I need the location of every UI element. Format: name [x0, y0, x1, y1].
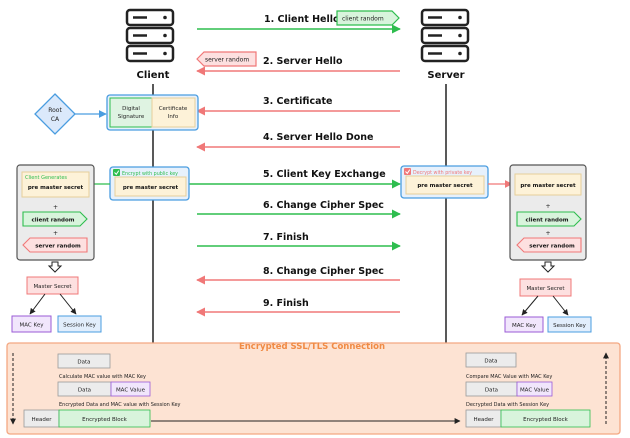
root-ca: Root CA [34, 93, 76, 135]
client-mac-key: MAC Key [20, 323, 45, 329]
client-session-key: Session Key [63, 323, 96, 329]
server-mac-key: MAC Key [512, 323, 537, 329]
right-block: Encrypted Block [523, 417, 568, 423]
cert-info-line1: Certificate [159, 106, 188, 112]
client-label: Client [137, 70, 170, 81]
down-arrow-icon [540, 261, 556, 273]
step2-label: 2. Server Hello [263, 56, 343, 67]
step4-label: 4. Server Hello Done [263, 132, 373, 143]
encrypt-box: Encrypt with public key pre master secre… [109, 166, 190, 201]
cert-info-line2: Info [168, 114, 179, 120]
right-data: Data [484, 359, 497, 365]
check-icon [113, 169, 120, 176]
left-mac: MAC Value [116, 388, 146, 394]
left-calc: Calculate MAC value with MAC Key [59, 374, 146, 380]
step8-label: 8. Change Cipher Spec [263, 266, 384, 277]
svg-text:+: + [53, 230, 58, 237]
right-mac: MAC Value [520, 388, 550, 394]
connection-title: Encrypted SSL/TLS Connection [239, 342, 385, 352]
server-icon [420, 8, 470, 63]
svg-text:server random: server random [205, 57, 249, 64]
left-data: Data [77, 360, 90, 366]
svg-text:+: + [545, 203, 550, 210]
decrypt-box: Decrypt with private key pre master secr… [400, 165, 489, 199]
client-server-icon [125, 8, 175, 63]
left-enc: Encrypted Data and MAC value with Sessio… [59, 402, 181, 408]
server-panel: pre master secret + client random + serv… [509, 164, 587, 261]
client-keys: Master Secret MAC Key Session Key [11, 276, 102, 333]
right-compare: Compare MAC Value with MAC Key [466, 374, 552, 380]
svg-text:pre master secret: pre master secret [123, 185, 179, 191]
right-data2: Data [485, 388, 498, 394]
server-keys: Master Secret MAC Key Session Key [504, 278, 592, 333]
server-master-secret: Master Secret [526, 286, 565, 292]
cert-sig-line1: Digital [122, 106, 140, 112]
server-label: Server [427, 70, 464, 81]
client-random-tag: client random [336, 10, 400, 26]
encrypted-connection: Encrypted SSL/TLS Connection Data Calcul… [6, 342, 621, 435]
step6-label: 6. Change Cipher Spec [263, 200, 384, 211]
server-panel-client-random: client random [525, 218, 568, 224]
client-master-secret: Master Secret [33, 284, 72, 290]
client-panel-client-random: client random [31, 218, 74, 224]
svg-text:CA: CA [51, 116, 60, 123]
client-pms: pre master secret [28, 185, 84, 191]
step7-label: 7. Finish [263, 232, 309, 243]
down-arrow-icon [47, 261, 63, 273]
right-header: Header [473, 417, 494, 423]
server-random-tag: server random [196, 51, 257, 67]
cert-sig-line2: Signature [118, 114, 145, 120]
client-panel-server-random: server random [35, 244, 81, 250]
step5-label: 5. Client Key Exchange [263, 169, 386, 180]
server-session-key: Session Key [553, 323, 586, 329]
certificate: Digital Signature Certificate Info [106, 94, 199, 131]
svg-text:pre master secret: pre master secret [417, 183, 473, 189]
left-header: Header [31, 417, 52, 423]
step9-label: 9. Finish [263, 298, 309, 309]
left-block: Encrypted Block [82, 417, 127, 423]
client-generates: Client Generates [25, 175, 67, 181]
step3-label: 3. Certificate [263, 96, 333, 107]
server-pms: pre master secret [520, 183, 576, 189]
svg-text:+: + [53, 204, 58, 211]
check-icon-red [404, 168, 411, 175]
server-panel-server-random: server random [529, 244, 575, 250]
left-data2: Data [78, 388, 91, 394]
svg-text:Root: Root [48, 107, 62, 114]
svg-text:Decrypt with private key: Decrypt with private key [413, 170, 472, 176]
svg-text:Encrypt with public key: Encrypt with public key [122, 171, 178, 177]
message-arrows [189, 24, 401, 317]
step1-label: 1. Client Hello [264, 14, 340, 25]
right-dec: Decrypted Data with Session Key [466, 402, 549, 408]
client-panel: Client Generates pre master secret + cli… [16, 164, 95, 261]
svg-text:+: + [545, 230, 550, 237]
svg-text:client random: client random [342, 16, 384, 23]
